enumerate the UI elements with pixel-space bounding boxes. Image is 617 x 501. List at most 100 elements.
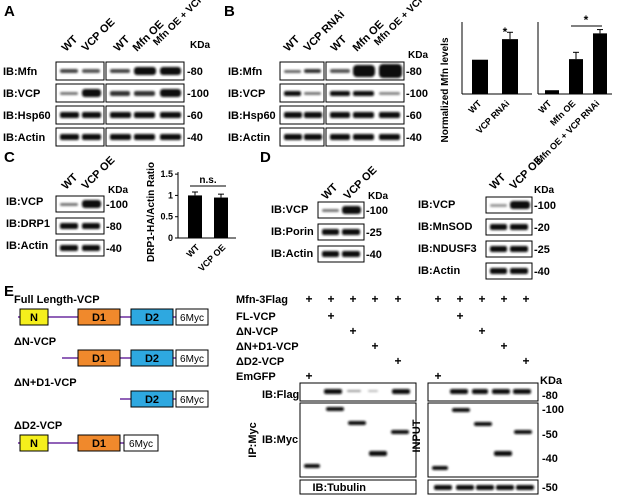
d-right-kda-value: -20	[534, 222, 550, 234]
d-left-bands	[322, 206, 361, 257]
condition-label: Mfn-3Flag	[236, 294, 288, 306]
a-kda-value: -100	[187, 88, 209, 100]
ip-plus-sign: +	[394, 354, 401, 368]
e-kda-value: -50	[542, 482, 558, 494]
input-plus-sign: +	[500, 292, 507, 306]
b-chart1-bar	[502, 39, 518, 94]
domain-d1	[77, 434, 121, 452]
panel-d: D WT VCP OE KDa IB:VCP IB:Porin IB:Actin…	[260, 149, 556, 280]
a-kda-value: -60	[187, 110, 203, 122]
c-kda-value: -40	[106, 243, 122, 255]
c-chart-drp1-ratio: DRP1-HA/Actin Ratio 00.511.5 n.s. WT VCP…	[146, 162, 236, 273]
ip-plus-sign: +	[349, 292, 356, 306]
b-chart2-bar	[569, 59, 583, 94]
c-chart-ytick-label: 0.5	[160, 212, 173, 222]
d-right-kda-value: -100	[534, 200, 556, 212]
ib-myc-label: IB:Myc	[262, 434, 298, 446]
a-lane-label: WT	[112, 33, 133, 54]
b-chart2-bar	[593, 33, 607, 94]
c-chart-ytick-label: 0	[168, 233, 173, 243]
domain-d1	[77, 349, 121, 367]
domain-d2	[130, 308, 174, 326]
a-row-label: IB:Hsp60	[3, 110, 51, 122]
panel-letter-b: B	[224, 3, 235, 20]
input-plus-sign: +	[478, 324, 485, 338]
d-right-kda-label: KDa	[534, 185, 554, 196]
input-plus-sign: +	[434, 292, 441, 306]
ib-tubulin-label: IB:Tubulin	[312, 482, 366, 494]
domain-label: D2	[145, 394, 159, 406]
ip-plus-sign: +	[394, 292, 401, 306]
ip-plus-sign: +	[371, 292, 378, 306]
input-plus-sign: +	[522, 354, 529, 368]
input-plus-sign: +	[522, 292, 529, 306]
a-lane-label: VCP OE	[80, 16, 118, 54]
b-kda-value: -100	[406, 88, 428, 100]
a-row-label: IB:Mfn	[3, 66, 37, 78]
panel-b: B WT VCP RNAi WT Mfn OE Mfn OE + VCP RNA…	[224, 0, 612, 165]
domain-label: N	[30, 438, 38, 450]
d-left-kda-value: -25	[366, 227, 382, 239]
domain-d1	[77, 308, 121, 326]
b-kda-label: KDa	[408, 50, 428, 61]
a-row-label: IB:VCP	[3, 88, 40, 100]
a-lane-label: WT	[60, 33, 81, 54]
a-kda-label: KDa	[190, 40, 210, 51]
c-row-label: IB:VCP	[6, 196, 43, 208]
d-left-kda-value: -100	[366, 205, 388, 217]
d-right-row-label: IB:NDUSF3	[418, 243, 477, 255]
construct-name: Full Length-VCP	[14, 294, 100, 306]
d-left-kda-value: -40	[366, 249, 382, 261]
input-plus-sign: +	[434, 369, 441, 383]
c-chart-significance: n.s.	[199, 175, 216, 186]
construct-name: ΔN-VCP	[14, 336, 56, 348]
b-chart2-significance: *	[584, 13, 589, 27]
b-chart1-significance: *	[503, 25, 508, 39]
c-chart-category: WT	[184, 242, 201, 259]
e-kda-label: KDa	[540, 375, 563, 387]
ib-flag-label: IB:Flag	[262, 389, 299, 401]
domain-label: D1	[92, 353, 106, 365]
b-chart1-ylabel: Normalized Mfn levels	[440, 37, 451, 142]
d-right-row-label: IB:Actin	[418, 265, 460, 277]
input-plus-sign: +	[456, 292, 463, 306]
construct-full-length: N D1 D2 6Myc	[18, 308, 209, 326]
e-kda-value: -80	[542, 390, 558, 402]
b-chart1-bar	[472, 59, 488, 94]
b-bands	[284, 64, 402, 140]
condition-label: ΔD2-VCP	[236, 356, 284, 368]
b-lane-label: WT	[282, 33, 303, 54]
d-left-row-label: IB:Actin	[271, 248, 313, 260]
c-chart-ytick-label: 1	[168, 190, 173, 200]
condition-label: EmGFP	[236, 371, 276, 383]
condition-label: ΔN+D1-VCP	[236, 341, 299, 353]
ip-plus-sign: +	[349, 324, 356, 338]
c-lane-label: WT	[60, 171, 81, 192]
d-right-row-label: IB:MnSOD	[418, 221, 472, 233]
domain-label: D1	[92, 438, 106, 450]
condition-plus-grid: ++++++++++++++++++++	[305, 292, 529, 383]
b-chart1-category: WT	[466, 98, 483, 115]
b-row-label: IB:Actin	[228, 132, 270, 144]
input-bands	[432, 389, 534, 490]
d-right-bands	[490, 201, 530, 274]
b-kda-value: -80	[406, 66, 422, 78]
ip-plus-sign: +	[371, 339, 378, 353]
construct-dd2: N D1 6Myc	[18, 434, 159, 452]
e-kda-value: -100	[542, 404, 564, 416]
b-kda-value: -60	[406, 110, 422, 122]
e-kda-value: -50	[542, 429, 558, 441]
ip-myc-label: IP:Myc	[247, 422, 259, 457]
c-row-label: IB:Actin	[6, 240, 48, 252]
domain-label: 6Myc	[180, 313, 204, 324]
d-left-row-label: IB:Porin	[271, 226, 314, 238]
domain-myc	[123, 434, 159, 452]
ip-plus-sign: +	[305, 369, 312, 383]
a-kda-value: -40	[187, 132, 203, 144]
condition-label: FL-VCP	[236, 311, 276, 323]
construct-dn: D1 D2 6Myc	[62, 349, 209, 367]
c-bands	[60, 200, 101, 251]
domain-myc	[175, 308, 209, 326]
b-blot-left	[279, 61, 325, 147]
